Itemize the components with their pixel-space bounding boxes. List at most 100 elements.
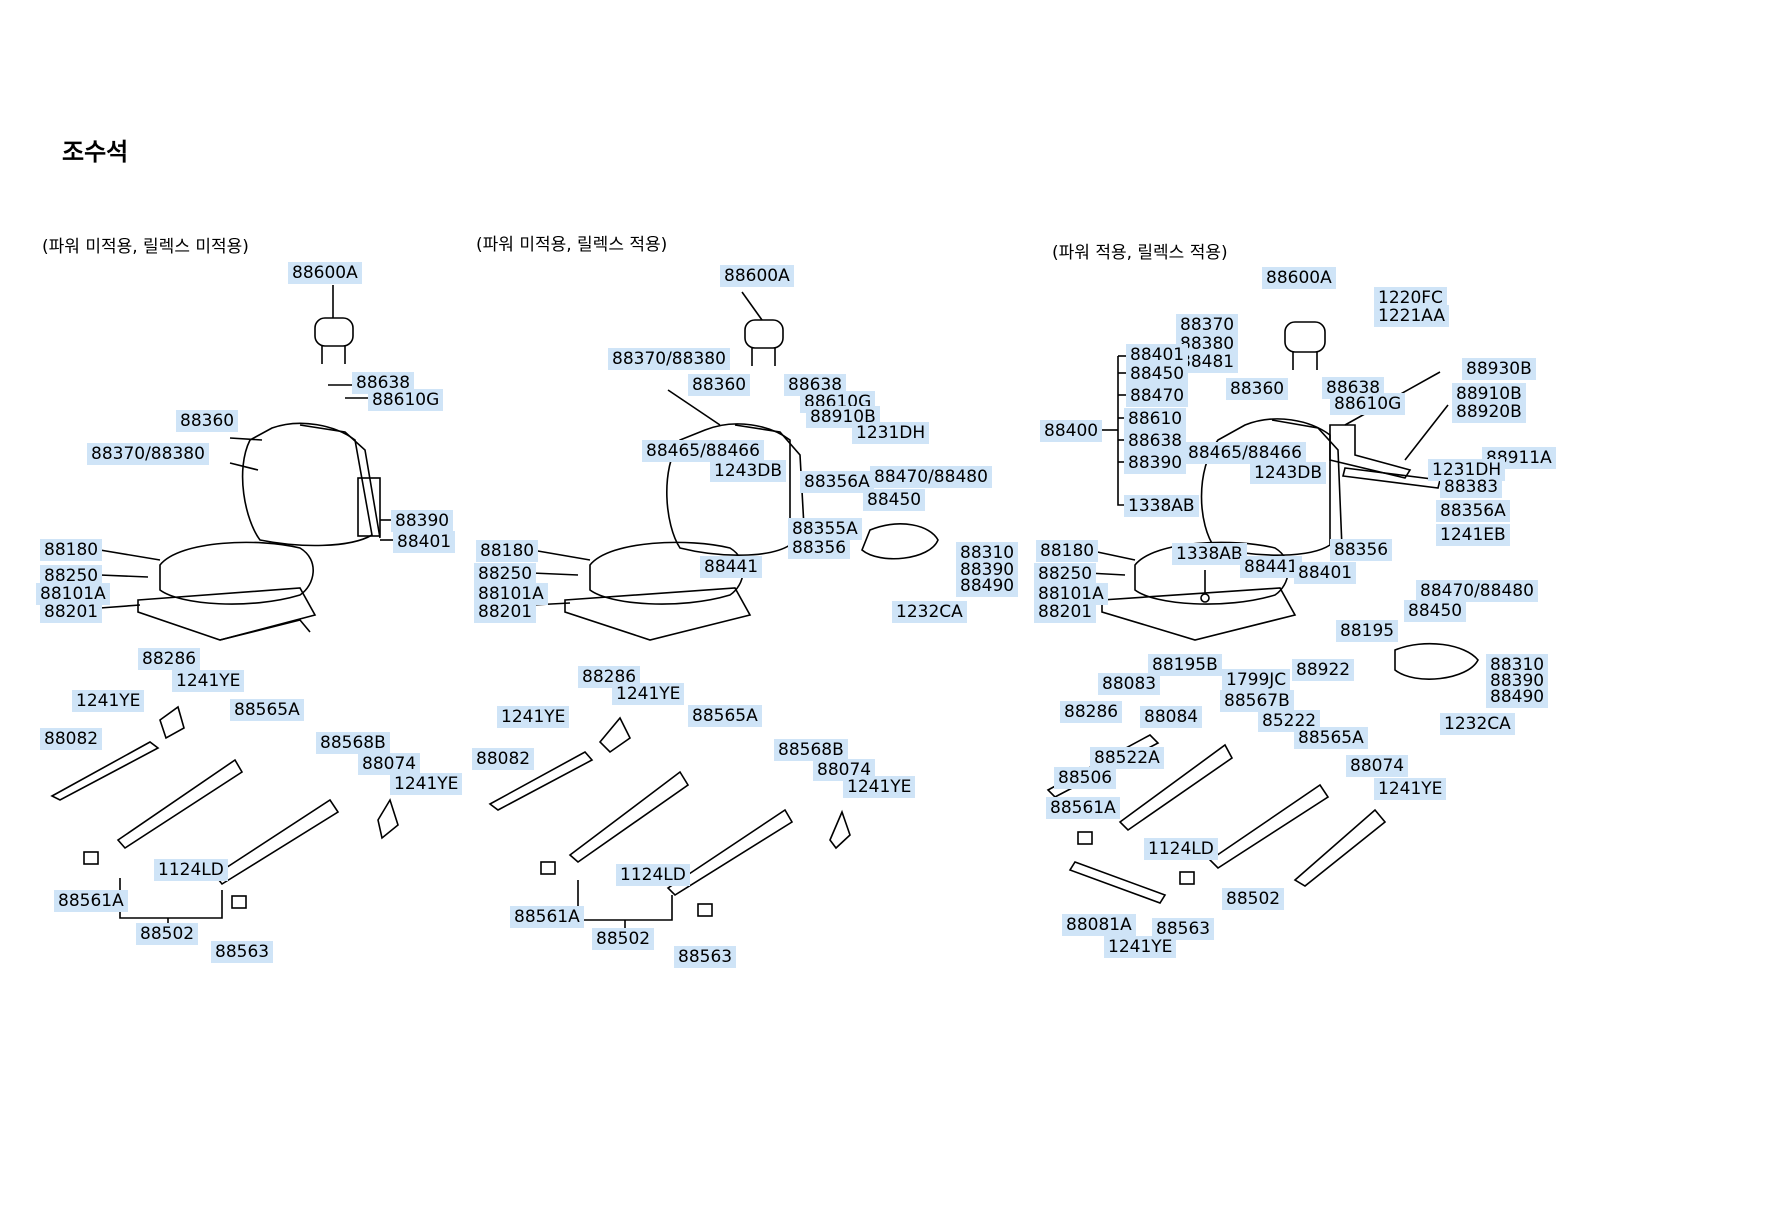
rail-left-a bbox=[116, 758, 244, 850]
part-label: 88930B bbox=[1462, 358, 1536, 380]
part-label: 88201 bbox=[1034, 601, 1097, 623]
part-label: 88568B bbox=[316, 732, 390, 754]
part-label: 88561A bbox=[1046, 797, 1120, 819]
part-label: 1241EB bbox=[1436, 524, 1510, 546]
part-label: 88356 bbox=[1330, 539, 1393, 561]
part-label: 88360 bbox=[1226, 378, 1289, 400]
part-label: 88101A bbox=[474, 583, 548, 605]
part-label: 1241YE bbox=[843, 776, 916, 798]
part-label: 88195 bbox=[1336, 620, 1399, 642]
part-label: 88638 bbox=[352, 372, 415, 394]
part-label: 88195B bbox=[1148, 654, 1222, 676]
part-label: 88084 bbox=[1140, 706, 1203, 728]
part-label: 1243DB bbox=[1250, 462, 1327, 484]
side-cover-a bbox=[357, 477, 381, 537]
part-label: 88250 bbox=[40, 565, 103, 587]
part-label: 88490 bbox=[1486, 686, 1549, 708]
part-label: 88441 bbox=[1240, 556, 1303, 578]
part-label: 88310 bbox=[956, 542, 1019, 564]
part-label: 88201 bbox=[474, 601, 537, 623]
part-label: 88610G bbox=[368, 389, 444, 411]
part-label: 88400 bbox=[1040, 420, 1103, 442]
part-label: 88101A bbox=[36, 583, 110, 605]
part-label: 88490 bbox=[956, 575, 1019, 597]
part-label: 88502 bbox=[592, 928, 655, 950]
part-label: 1124LD bbox=[616, 864, 690, 886]
part-label: 88481 bbox=[1176, 351, 1239, 373]
part-label: 1241YE bbox=[612, 683, 685, 705]
part-label: 88920B bbox=[1452, 401, 1526, 423]
part-label: 88450 bbox=[1126, 363, 1189, 385]
part-label: 88101A bbox=[1034, 583, 1108, 605]
part-label: 88082 bbox=[472, 748, 535, 770]
part-label: 1799JC bbox=[1222, 669, 1291, 691]
part-label: 88470 bbox=[1126, 385, 1189, 407]
part-label: 88568B bbox=[774, 739, 848, 761]
part-label: 1231DH bbox=[1428, 459, 1506, 481]
backrest-a bbox=[241, 422, 373, 547]
part-label: 88600A bbox=[288, 262, 362, 284]
part-label: 88286 bbox=[1060, 701, 1123, 723]
part-label: 88563 bbox=[1152, 918, 1215, 940]
part-label: 1241YE bbox=[497, 706, 570, 728]
part-label: 1231DH bbox=[852, 422, 930, 444]
part-label: 88074 bbox=[813, 759, 876, 781]
part-label: 88081A bbox=[1062, 914, 1136, 936]
part-label: 88450 bbox=[1404, 600, 1467, 622]
part-label: 88465/88466 bbox=[642, 440, 764, 462]
part-label: 88201 bbox=[40, 601, 103, 623]
part-label: 88922 bbox=[1292, 659, 1355, 681]
part-label: 88074 bbox=[358, 753, 421, 775]
rail-bracket-a bbox=[50, 741, 160, 801]
part-label: 88401 bbox=[393, 531, 456, 553]
part-label: 88370/88380 bbox=[608, 348, 730, 370]
part-label: 1232CA bbox=[892, 601, 967, 623]
part-label: 1232CA bbox=[1440, 713, 1515, 735]
section-heading-a: (파워 미적용, 릴렉스 미적용) bbox=[42, 237, 249, 257]
part-label: 88638 bbox=[1124, 430, 1187, 452]
part-label: 1124LD bbox=[154, 859, 228, 881]
part-label: 88074 bbox=[1346, 755, 1409, 777]
part-label: 88565A bbox=[1294, 727, 1368, 749]
part-label: 88565A bbox=[688, 705, 762, 727]
part-label: 88180 bbox=[1036, 540, 1099, 562]
part-label: 88522A bbox=[1090, 747, 1164, 769]
leg-rest-b bbox=[861, 523, 939, 560]
section-heading-c: (파워 적용, 릴렉스 적용) bbox=[1052, 243, 1228, 263]
cushion-a bbox=[159, 541, 314, 605]
part-label: 88380 bbox=[1176, 333, 1239, 355]
part-label: 88610G bbox=[1330, 393, 1406, 415]
part-label: 88390 bbox=[1124, 452, 1187, 474]
part-label: 88390 bbox=[391, 510, 454, 532]
part-label: 88910B bbox=[1452, 383, 1526, 405]
part-label: 88563 bbox=[211, 941, 274, 963]
leg-rest-c bbox=[1394, 642, 1479, 680]
part-label: 88083 bbox=[1098, 673, 1161, 695]
part-label: 88356A bbox=[800, 471, 874, 493]
part-label: 88383 bbox=[1440, 476, 1503, 498]
part-label: 88082 bbox=[40, 728, 103, 750]
part-label: 88567B bbox=[1220, 690, 1294, 712]
part-label: 1220FC bbox=[1374, 287, 1447, 309]
part-label: 88638 bbox=[784, 374, 847, 396]
part-label: 88360 bbox=[176, 410, 239, 432]
part-label: 88465/88466 bbox=[1184, 442, 1306, 464]
part-label: 1338AB bbox=[1172, 543, 1247, 565]
part-label: 1241YE bbox=[72, 690, 145, 712]
headrest-a bbox=[314, 317, 354, 347]
part-label: 1241YE bbox=[390, 773, 463, 795]
part-label: 88563 bbox=[674, 946, 737, 968]
part-label: 88561A bbox=[54, 890, 128, 912]
part-label: 88600A bbox=[720, 265, 794, 287]
seat-assembly-a bbox=[50, 285, 399, 928]
part-label: 88360 bbox=[688, 374, 751, 396]
page-title: 조수석 bbox=[62, 138, 129, 166]
part-label: 88370 bbox=[1176, 314, 1239, 336]
part-label: 88441 bbox=[700, 556, 763, 578]
part-label: 88470/88480 bbox=[1416, 580, 1538, 602]
part-label: 88506 bbox=[1054, 767, 1117, 789]
part-label: 88561A bbox=[510, 906, 584, 928]
part-label: 88356 bbox=[788, 537, 851, 559]
part-label: 88610 bbox=[1124, 408, 1187, 430]
